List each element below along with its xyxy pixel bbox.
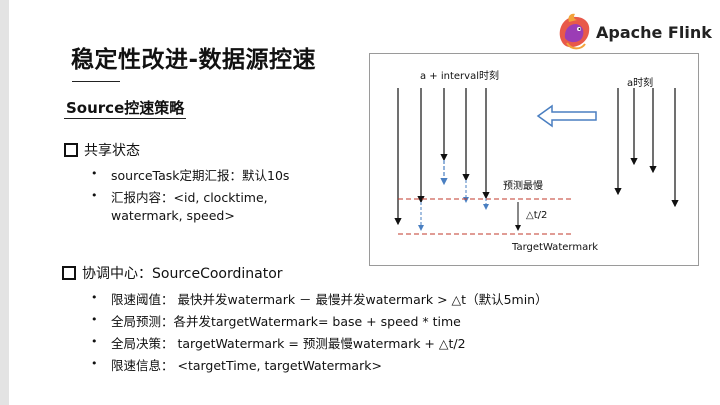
shared-state-item: sourceTask定期汇报：默认10s: [111, 168, 290, 183]
coordinator-item: 全局决策： targetWatermark = 预测最慢watermark + …: [111, 336, 466, 351]
interval-time-label: a + interval时刻: [420, 71, 499, 82]
title-underline: [72, 81, 120, 82]
bullet-dot-icon: •: [91, 335, 98, 348]
logo-text: Apache Flink: [596, 23, 712, 42]
square-bullet-icon: [64, 143, 78, 157]
shared-state-item-cont: watermark, speed>: [111, 208, 235, 223]
squirrel-icon: [559, 13, 590, 50]
bullet-dot-icon: •: [91, 357, 98, 370]
apache-flink-logo: Apache Flink: [555, 10, 715, 54]
section-heading: Source控速策略: [64, 99, 187, 119]
target-watermark-label: TargetWatermark: [512, 242, 599, 253]
shared-state-heading: 共享状态: [84, 143, 140, 159]
coordinator-item: 全局预测：各并发targetWatermark= base + speed * …: [111, 314, 461, 329]
coordinator-item: 限速信息： <targetTime, targetWatermark>: [111, 358, 382, 373]
diagram-drawing: [394, 88, 679, 235]
slide-title: 稳定性改进-数据源控速: [71, 47, 317, 73]
coordinator-heading: 协调中心：SourceCoordinator: [82, 266, 283, 282]
bullet-dot-icon: •: [91, 167, 98, 180]
slide-left-bar: [0, 0, 9, 405]
shared-state-item: 汇报内容：<id, clocktime,: [111, 190, 268, 205]
predict-slowest-label: 预测最慢: [503, 181, 543, 192]
a-time-label: a时刻: [627, 78, 654, 89]
bullet-dot-icon: •: [91, 313, 98, 326]
bullet-dot-icon: •: [91, 189, 98, 202]
delta-label: △t/2: [526, 210, 548, 221]
bullet-dot-icon: •: [91, 291, 98, 304]
left-arrow-icon: [536, 104, 597, 128]
square-bullet-icon: [62, 266, 76, 280]
coordinator-item: 限速阈值： 最快并发watermark － 最慢并发watermark > △t…: [111, 292, 548, 307]
watermark-diagram: a + interval时刻 a时刻 预测最慢 △t/2 TargetWater…: [369, 53, 699, 266]
